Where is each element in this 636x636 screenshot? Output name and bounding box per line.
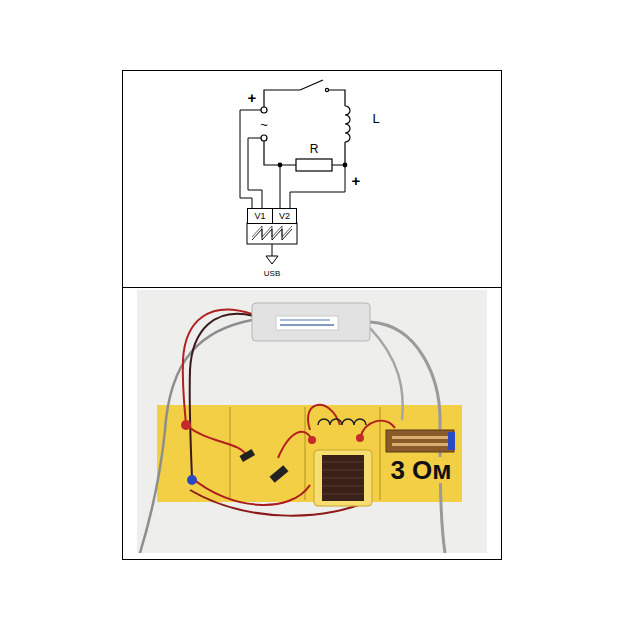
terminal (356, 434, 364, 442)
source-terminal (261, 135, 267, 141)
yellow-board (157, 405, 462, 502)
coil-mark (318, 419, 366, 425)
channel-name: V2 (279, 212, 290, 221)
panel-frame (123, 71, 502, 560)
wire (329, 90, 345, 106)
port-name: USB (264, 270, 280, 278)
sensor-channel-box: V1 (247, 208, 273, 224)
sawtooth-symbol (252, 226, 292, 237)
symbol-label: R (310, 143, 319, 155)
terminal (448, 432, 455, 450)
wire (278, 432, 312, 458)
resistance-value: 3 Ом (388, 457, 453, 483)
terminal (187, 475, 197, 485)
symbol-label: + (352, 173, 361, 188)
cable (370, 328, 403, 420)
junction-dot (278, 163, 282, 167)
symbol-label: ~ (260, 118, 268, 131)
sensor-box (252, 303, 370, 341)
sensor-body (247, 223, 297, 244)
wire (186, 425, 248, 458)
wire (183, 310, 252, 425)
probe-wire (280, 165, 281, 208)
sensor-channel-box: V2 (272, 208, 297, 224)
inductor-symbol (345, 106, 350, 142)
usb-arrow (266, 256, 278, 264)
wire (332, 142, 345, 165)
probe-wire (240, 110, 261, 208)
resistor-symbol (296, 159, 332, 171)
panel-divider (122, 287, 502, 288)
wire (264, 90, 300, 107)
switch-symbol (300, 80, 323, 90)
switch-part (239, 449, 255, 462)
terminal (308, 436, 316, 444)
switch-contact (325, 88, 328, 91)
source-terminal (261, 107, 267, 113)
photo-ground (137, 290, 487, 553)
symbol-label: L (372, 112, 379, 125)
sensor-sticker (276, 316, 338, 330)
lab-photo (137, 290, 487, 553)
cable (140, 320, 252, 553)
resistor-board (386, 430, 454, 452)
circuit-schematic (240, 80, 350, 264)
junction-dot (343, 163, 347, 167)
wire (308, 405, 340, 430)
switch-part (270, 465, 289, 483)
symbol-label: + (248, 90, 257, 105)
probe-wire (248, 138, 262, 208)
probe-wire (290, 165, 345, 208)
wire (264, 141, 296, 165)
terminal (181, 420, 191, 430)
coil-winding (322, 455, 364, 501)
coil-spool (314, 450, 372, 506)
usb-line (272, 244, 273, 256)
channel-name: V1 (254, 212, 265, 221)
